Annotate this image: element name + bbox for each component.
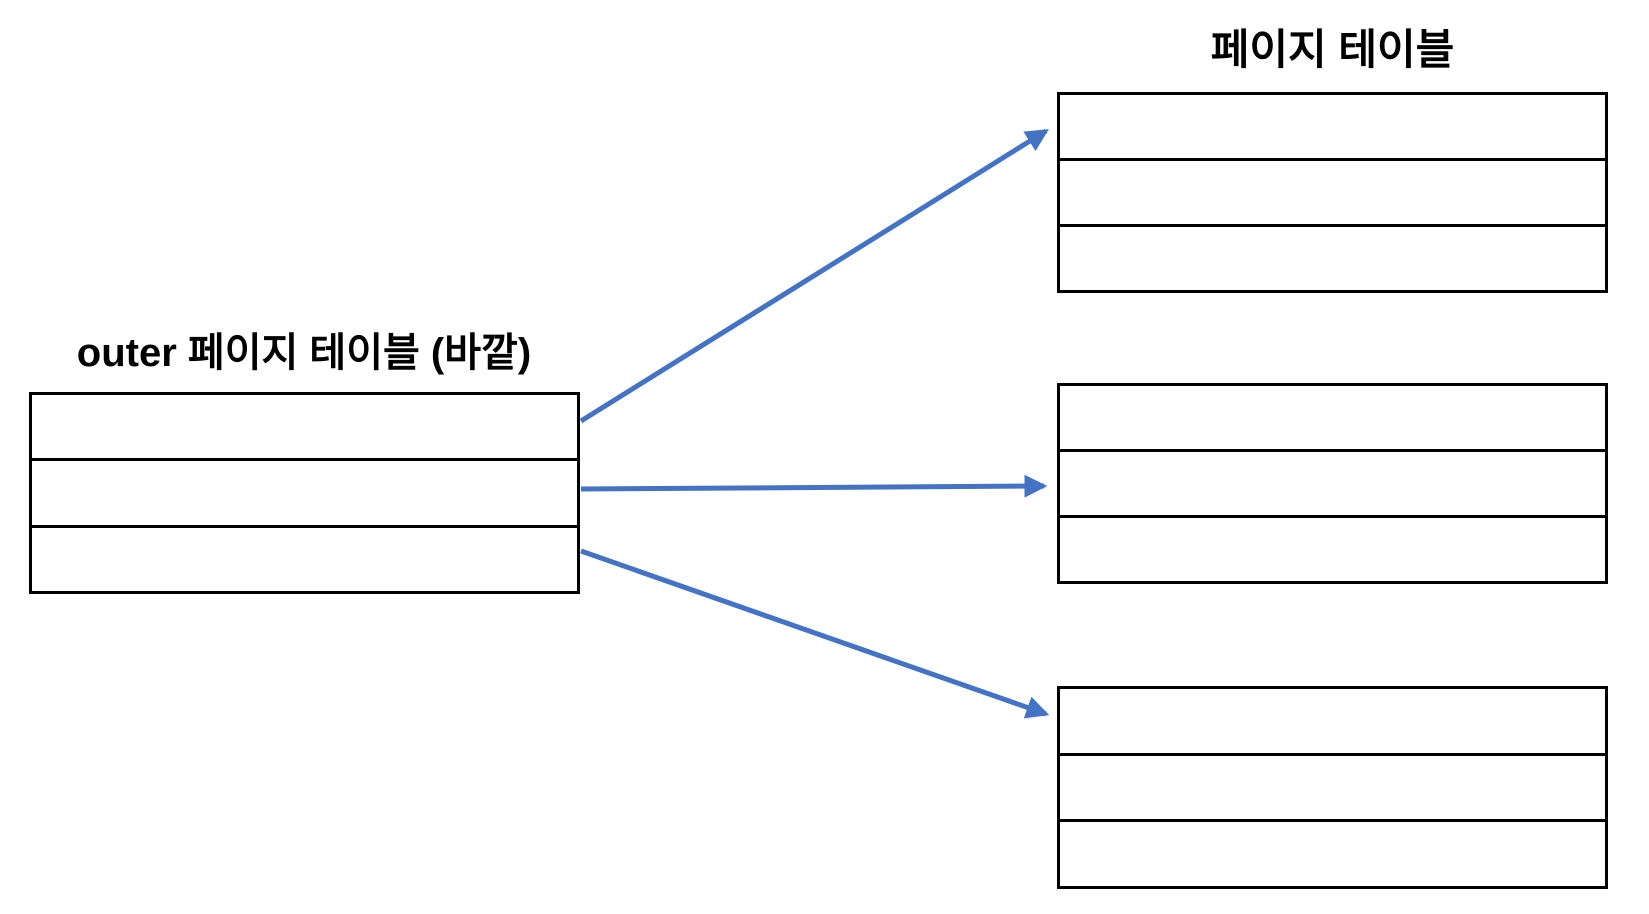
page-table-title: 페이지 테이블	[1210, 26, 1455, 73]
page-table-3-row-3	[1060, 822, 1605, 886]
page-table-2	[1057, 383, 1608, 584]
arrow-outer-row1-to-page-table-1	[579, 128, 1049, 424]
page-table-2-row-2	[1060, 452, 1605, 518]
outer-page-table	[29, 392, 580, 594]
page-table-1-row-2	[1060, 161, 1605, 227]
page-table-3	[1057, 686, 1608, 889]
outer-table-row-2	[32, 461, 577, 528]
outer-table-row-3	[32, 528, 577, 591]
page-table-1-row-3	[1060, 227, 1605, 290]
outer-table-row-1	[32, 395, 577, 462]
outer-page-table-label: outer 페이지 테이블 (바깥)	[76, 331, 532, 375]
page-table-1	[1057, 92, 1608, 293]
page-table-1-row-1	[1060, 95, 1605, 161]
page-table-3-row-2	[1060, 756, 1605, 823]
arrow-outer-row2-to-page-table-2	[580, 474, 1048, 498]
page-table-3-row-1	[1060, 689, 1605, 756]
arrow-outer-row3-to-page-table-3	[580, 548, 1050, 719]
page-table-2-row-1	[1060, 386, 1605, 452]
page-table-2-row-3	[1060, 518, 1605, 581]
